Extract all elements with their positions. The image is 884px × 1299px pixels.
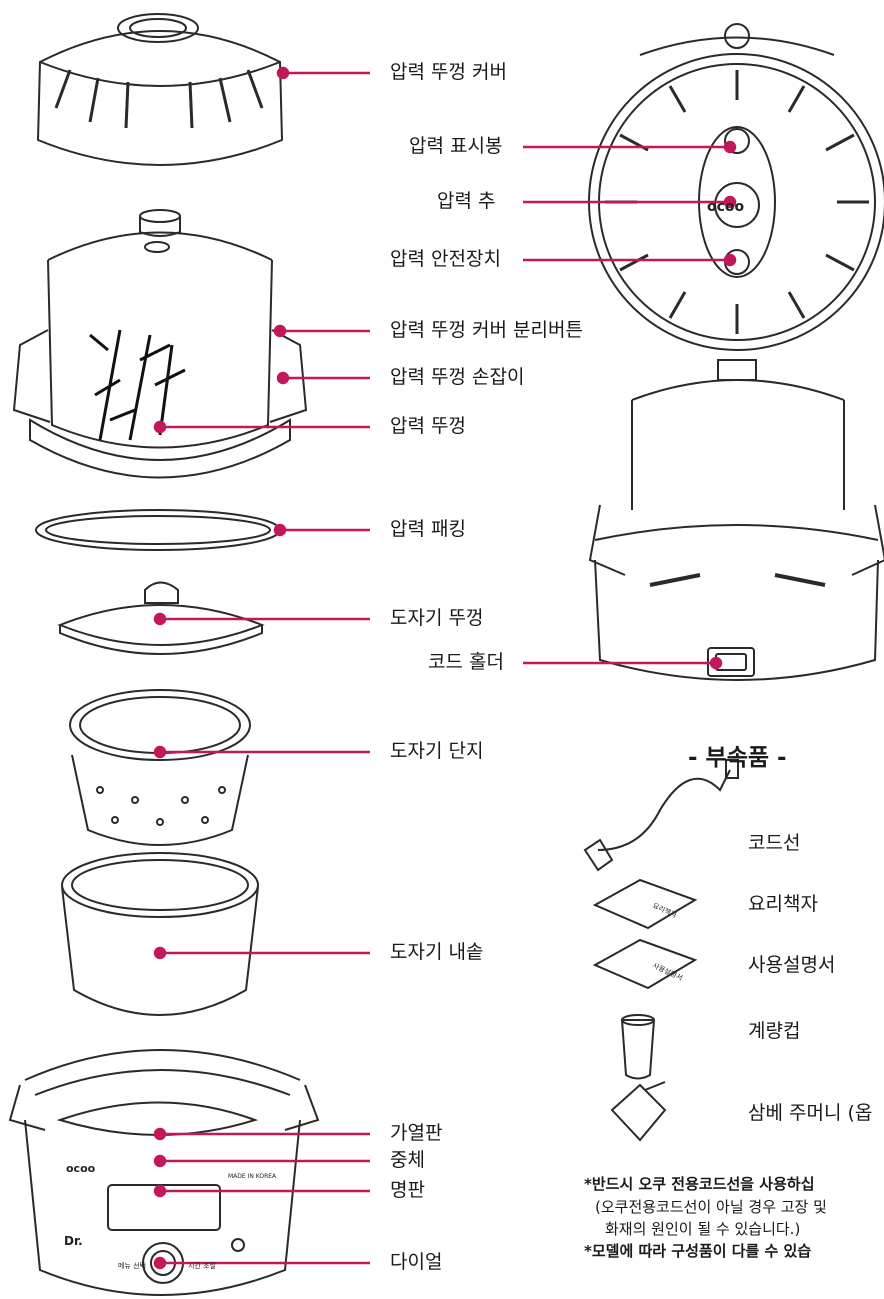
device-brand-front: ocoo — [66, 1162, 96, 1175]
label-pressure-lid: 압력 뚜껑 — [390, 415, 466, 437]
ceramic-pot-drawing — [61, 852, 259, 1016]
accessory-cord: 코드선 — [748, 832, 801, 854]
manual-title: 사용설명서 — [651, 961, 684, 983]
label-pressure-safety: 압력 안전장치 — [390, 248, 501, 270]
ceramic-lid-drawing — [57, 581, 265, 655]
device-made-in: MADE IN KOREA — [228, 1173, 277, 1180]
note-fire-risk: 화재의 원인이 될 수 있습니다.) — [605, 1220, 801, 1238]
label-nameplate: 명판 — [390, 1179, 425, 1201]
rear-view-drawing — [588, 359, 884, 681]
accessory-hemp-pouch: 삼베 주머니 (옵 — [748, 1102, 873, 1124]
label-cover-release-button: 압력 뚜껑 커버 분리버튼 — [390, 319, 583, 341]
accessory-measuring-cup: 계량컵 — [748, 1020, 801, 1042]
label-dial: 다이얼 — [390, 1251, 443, 1273]
label-pressure-packing: 압력 패킹 — [390, 518, 466, 540]
accessory-cookbook: 요리책자 — [748, 893, 818, 915]
pressure-lid-drawing — [12, 209, 308, 479]
accessory-drawings — [583, 759, 739, 1142]
label-heating-plate: 가열판 — [390, 1122, 443, 1144]
label-pressure-weight: 압력 추 — [437, 190, 496, 212]
label-lid-handle: 압력 뚜껑 손잡이 — [390, 366, 525, 388]
label-ceramic-jar: 도자기 단지 — [390, 740, 484, 762]
note-model-variation: *모델에 따라 구성품이 다를 수 있습 — [584, 1242, 812, 1260]
label-cord-holder: 코드 홀더 — [428, 651, 504, 673]
note-use-genuine-cord: *반드시 오쿠 전용코드선을 사용하십 — [584, 1175, 815, 1193]
pressure-lid-cover-drawing — [36, 13, 284, 166]
device-menu: 메뉴 선택 — [118, 1261, 146, 1270]
label-pressure-indicator: 압력 표시봉 — [409, 135, 503, 157]
lid-top-view-drawing — [588, 23, 884, 351]
accessories-heading: - 부속품 - — [688, 745, 787, 771]
device-brand: ocoo — [707, 199, 745, 215]
device-dr: Dr. — [64, 1234, 83, 1248]
ceramic-jar-drawing — [69, 689, 251, 846]
label-body: 중체 — [390, 1149, 425, 1171]
device-time: 시간 조절 — [188, 1261, 216, 1270]
label-ceramic-pot: 도자기 내솥 — [390, 941, 484, 963]
main-body-drawing — [8, 1049, 320, 1296]
label-pressure-lid-cover: 압력 뚜껑 커버 — [390, 61, 507, 83]
note-warning-detail: (오쿠전용코드선이 아닐 경우 고장 및 — [595, 1198, 827, 1216]
label-ceramic-lid: 도자기 뚜껑 — [390, 607, 484, 629]
accessory-manual: 사용설명서 — [748, 954, 836, 976]
